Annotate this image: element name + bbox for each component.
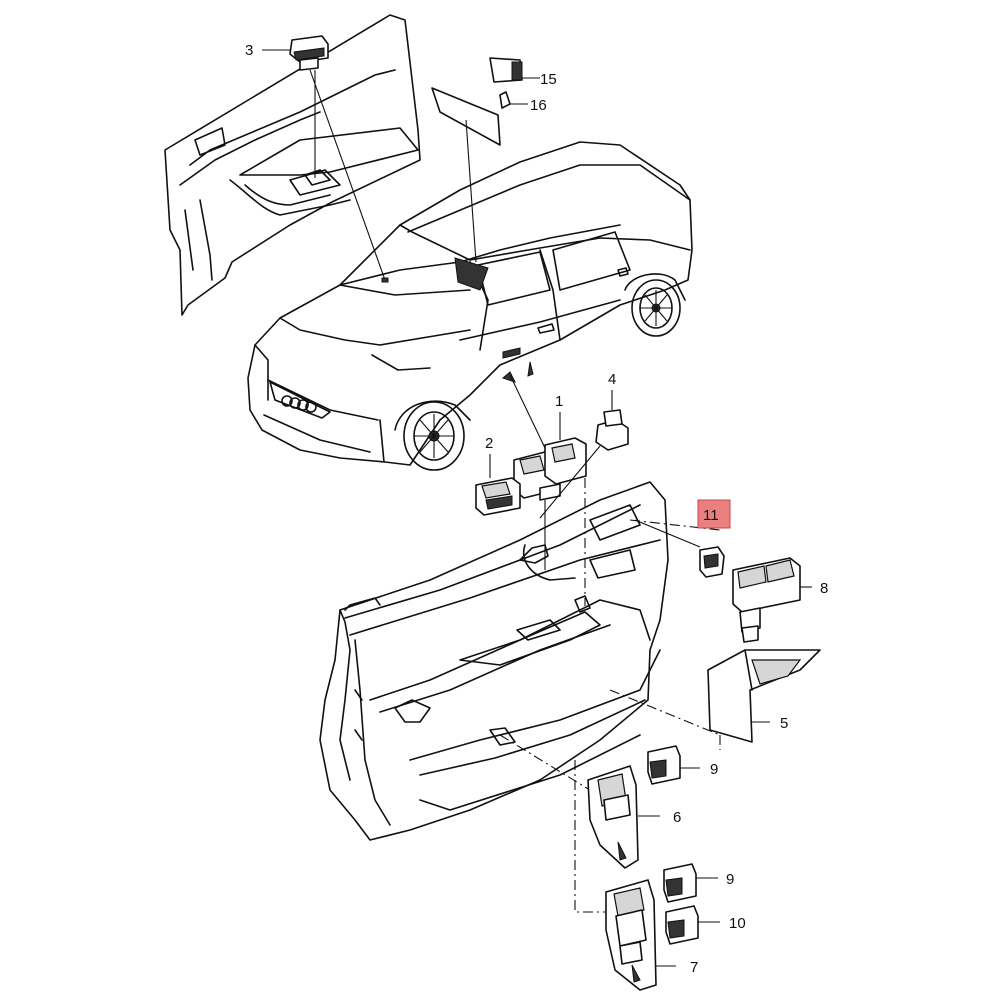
callout-3: 3 — [245, 42, 253, 59]
callout-1: 1 — [555, 393, 563, 410]
part-3-switch — [289, 35, 329, 71]
part-10-switch — [665, 905, 699, 945]
part-6-bracket — [587, 765, 639, 869]
part-9-switch-lower — [663, 863, 697, 903]
front-door-panel — [319, 481, 669, 841]
part-9-switch-upper — [647, 745, 681, 785]
callout-15: 15 — [540, 71, 557, 88]
part-1-switch — [513, 437, 587, 501]
car-front-wheel — [403, 401, 465, 471]
callout-7: 7 — [690, 959, 698, 976]
car-rear-wheel — [631, 279, 681, 337]
callout-10: 10 — [729, 915, 746, 932]
callout-4: 4 — [608, 371, 616, 388]
part-7-bracket — [605, 879, 657, 991]
callout-16: 16 — [530, 97, 547, 114]
car-grille-logo — [281, 395, 317, 413]
rear-door-panel — [164, 14, 421, 316]
callout-9-upper: 9 — [710, 761, 718, 778]
callout-11-highlight — [697, 499, 731, 529]
sun-visor-mirror — [431, 57, 523, 146]
callout-8: 8 — [820, 580, 828, 597]
callout-11: 11 — [703, 507, 719, 524]
part-2-switch — [475, 477, 521, 516]
part-5-cover — [707, 649, 821, 743]
part-4-knob — [595, 409, 629, 451]
part-8-switch — [732, 557, 801, 643]
callout-2: 2 — [485, 435, 493, 452]
callout-9-lower: 9 — [726, 871, 734, 888]
callout-6: 6 — [673, 809, 681, 826]
part-11-switch — [699, 546, 725, 578]
callout-5: 5 — [780, 715, 788, 732]
car-body — [247, 141, 693, 466]
